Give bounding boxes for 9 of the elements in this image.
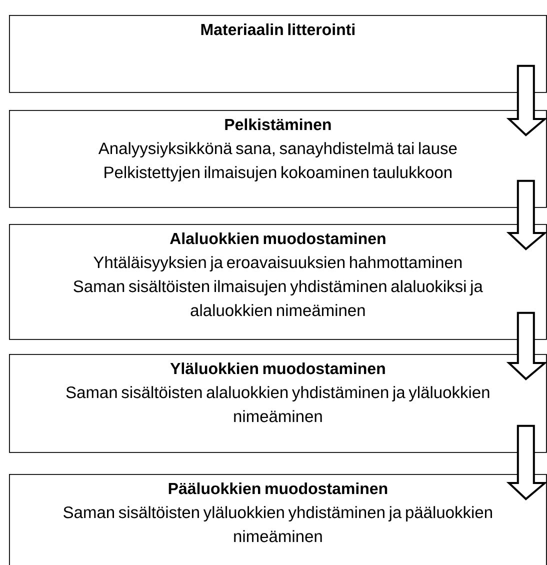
block-arrow — [506, 424, 547, 500]
process-box: Pääluokkien muodostaminen Saman sisältöisten yläluokkien yhdistäminen ja pääluokkien nimeäminen — [9, 474, 547, 565]
process-box: Alaluokkien muodostaminen Yhtäläisyyksien ja eroavaisuuksien hahmottaminen Saman sisältöisten ilmaisujen yhdistäminen alaluokiksi ja alaluokkien nimeäminen — [9, 224, 547, 340]
process-box: Pelkistäminen Analyysiyksikkönä sana, sanayhdistelmä tai lause Pelkistettyjen ilmaisujen kokoaminen taulukkoon — [9, 110, 547, 208]
block-arrow — [506, 312, 547, 380]
process-box: Yläluokkien muodostaminen Saman sisältöisten alaluokkien yhdistäminen ja yläluokkien nimeäminen — [9, 354, 547, 453]
block-arrow — [506, 64, 547, 136]
process-box: Materiaalin litterointi — [9, 15, 547, 93]
block-arrow — [506, 180, 547, 250]
